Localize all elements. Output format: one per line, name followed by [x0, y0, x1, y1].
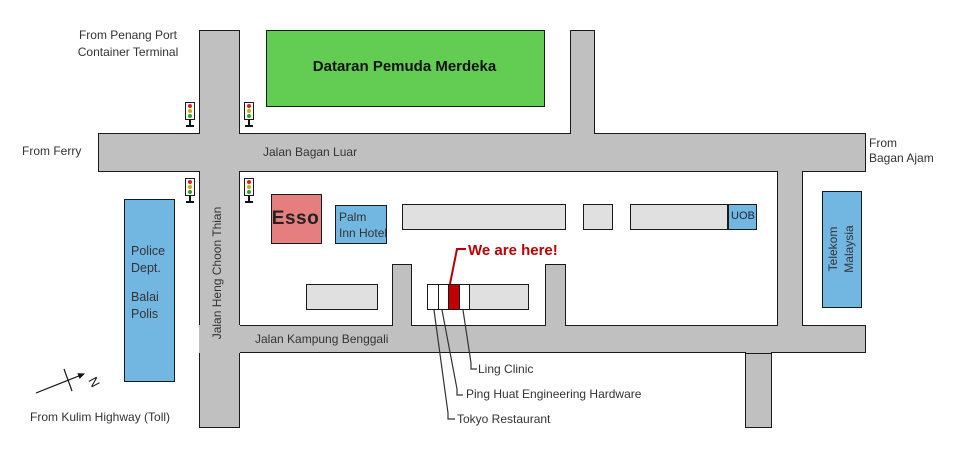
road-alley-west: [392, 264, 412, 325]
we-are-here-label: We are here!: [468, 242, 558, 259]
we-are-here-leader-line: [449, 248, 466, 285]
origin-penang-port-label: From Penang Port Container Terminal: [60, 27, 196, 61]
uob-label: UOB: [731, 210, 755, 222]
street-label-bagan-luar: Jalan Bagan Luar: [263, 145, 358, 159]
telekom-label-line2: Malaysia: [842, 225, 856, 273]
road-alley-east: [545, 264, 566, 325]
junction-patch: [546, 322, 565, 352]
origin-kulim-highway-label: From Kulim Highway (Toll): [30, 410, 171, 424]
uob-bank-block: [728, 204, 757, 230]
esso-station-block: [271, 194, 322, 244]
origin-penang-port-line1: From Penang Port: [78, 28, 178, 42]
police-dept-block: [124, 199, 175, 382]
shop-unit-ling-clinic: [459, 285, 469, 309]
traffic-light-icon: [244, 178, 254, 203]
road-side-street-southeast: [745, 353, 772, 428]
road-side-street-north: [570, 30, 595, 133]
road-side-street-east: [777, 172, 803, 325]
shop-unit-rest: [469, 285, 528, 309]
shophouse-row-north-1: [402, 204, 566, 230]
traffic-light-icon: [244, 102, 254, 127]
telekom-malaysia-label: Telekom Malaysia: [825, 194, 857, 304]
road-heng-choon-thian-north: [199, 30, 240, 133]
police-label-en: Police Dept.: [131, 244, 166, 275]
north-label: N: [85, 374, 103, 389]
shophouse-row-north-2: [630, 204, 728, 230]
esso-label: Esso: [271, 208, 320, 229]
junction-patch: [200, 136, 239, 175]
telekom-label-line1: Telekom: [826, 226, 840, 272]
junction-patch: [199, 325, 240, 353]
shop-unit-ping-huat: [438, 285, 448, 309]
junction-patch: [778, 136, 802, 175]
police-label-ms: Balai Polis: [131, 290, 159, 321]
telekom-malaysia-block: [822, 191, 862, 308]
origin-bagan-ajam-line2: Bagan Ajam: [869, 151, 934, 165]
shophouse-row-mid: [306, 284, 378, 310]
police-dept-label: Police Dept. Balai Polis: [131, 243, 175, 323]
callout-ling-clinic: Ling Clinic: [478, 362, 534, 376]
shop-row-we-are-here: [427, 284, 529, 310]
traffic-light-icon: [185, 178, 195, 203]
dataran-label: Dataran Pemuda Merdeka: [312, 58, 497, 75]
north-arrow-icon: N: [35, 368, 103, 394]
shop-unit-tokyo-restaurant: [428, 285, 438, 309]
palm-inn-hotel-label: Palm Inn Hotel: [339, 210, 388, 240]
origin-penang-port-line2: Container Terminal: [77, 45, 179, 59]
junction-patch: [571, 131, 594, 170]
callout-ping-huat: Ping Huat Engineering Hardware: [466, 387, 642, 401]
dataran-pemuda-merdeka-block: [266, 30, 545, 107]
callout-tokyo-restaurant: Tokyo Restaurant: [457, 412, 551, 426]
shophouse-small: [583, 204, 613, 230]
street-label-kampung-benggali: Jalan Kampung Benggali: [255, 332, 389, 346]
junction-patch: [746, 329, 771, 353]
origin-bagan-ajam-line1: From: [869, 136, 897, 150]
street-label-heng-choon-thian: Jalan Heng Choon Thian: [210, 206, 224, 340]
origin-ferry-label: From Ferry: [22, 144, 82, 158]
junction-patch: [778, 322, 802, 352]
road-heng-choon-thian-south: [199, 172, 240, 428]
shop-unit-we-are-here-marker: [448, 285, 459, 309]
junction-patch: [393, 322, 411, 352]
palm-inn-hotel-block: [335, 205, 387, 244]
traffic-light-icon: [185, 102, 195, 127]
origin-bagan-ajam-label: From Bagan Ajam: [869, 136, 934, 166]
